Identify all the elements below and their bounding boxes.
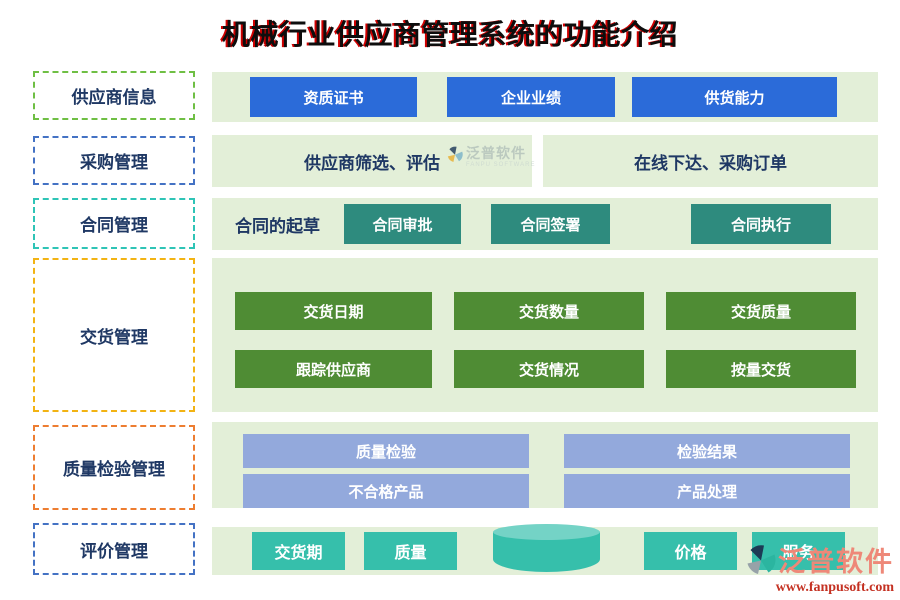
block-contract-signing: 合同签署: [491, 204, 610, 244]
procurement-panel-screening: 供应商筛选、评估: [212, 135, 532, 187]
contract-drafting-text: 合同的起草: [235, 216, 320, 236]
block-delivery-by-quantity: 按量交货: [666, 350, 856, 388]
category-delivery: 交货管理: [33, 258, 195, 412]
block-delivery-quality: 交货质量: [666, 292, 856, 330]
procurement-panel-orders: 在线下达、采购订单: [543, 135, 878, 187]
block-quality-inspection: 质量检验: [243, 434, 529, 468]
block-quality: 质量: [364, 532, 457, 570]
delivery-row: 交货日期 交货数量 交货质量 跟踪供应商 交货情况 按量交货: [212, 258, 878, 412]
category-quality-inspection: 质量检验管理: [33, 425, 195, 510]
block-inspection-result: 检验结果: [564, 434, 850, 468]
block-delivery-date: 交货日期: [235, 292, 432, 330]
category-procurement: 采购管理: [33, 136, 195, 185]
category-evaluation: 评价管理: [33, 523, 195, 575]
corner-watermark-url: www.fanpusoft.com: [775, 580, 894, 595]
procurement-screening-text: 供应商筛选、评估: [304, 153, 440, 173]
block-product-handling: 产品处理: [564, 474, 850, 508]
block-price: 价格: [644, 532, 737, 570]
block-contract-execution: 合同执行: [691, 204, 831, 244]
block-enterprise-performance: 企业业绩: [447, 77, 615, 117]
block-supply-capacity: 供货能力: [632, 77, 837, 117]
contract-row: 合同的起草 合同审批 合同签署 合同执行: [212, 198, 878, 250]
block-delivery-period: 交货期: [252, 532, 345, 570]
block-service: 服务: [752, 532, 845, 570]
block-unqualified-product: 不合格产品: [243, 474, 529, 508]
supplier-info-row: 资质证书 企业业绩 供货能力: [212, 72, 878, 122]
block-delivery-quantity: 交货数量: [454, 292, 644, 330]
evaluation-row: 交货期 质量 价格 服务: [212, 524, 878, 575]
block-track-supplier: 跟踪供应商: [235, 350, 432, 388]
category-contract: 合同管理: [33, 198, 195, 249]
procurement-orders-text: 在线下达、采购订单: [634, 153, 787, 173]
block-delivery-status: 交货情况: [454, 350, 644, 388]
quality-inspection-row: 质量检验 检验结果 不合格产品 产品处理: [212, 422, 878, 508]
database-cylinder: [493, 524, 600, 572]
category-supplier-info: 供应商信息: [33, 71, 195, 120]
block-contract-approval: 合同审批: [344, 204, 461, 244]
block-qualification-certificate: 资质证书: [250, 77, 417, 117]
page-title: 机械行业供应商管理系统的功能介绍: [221, 19, 678, 50]
